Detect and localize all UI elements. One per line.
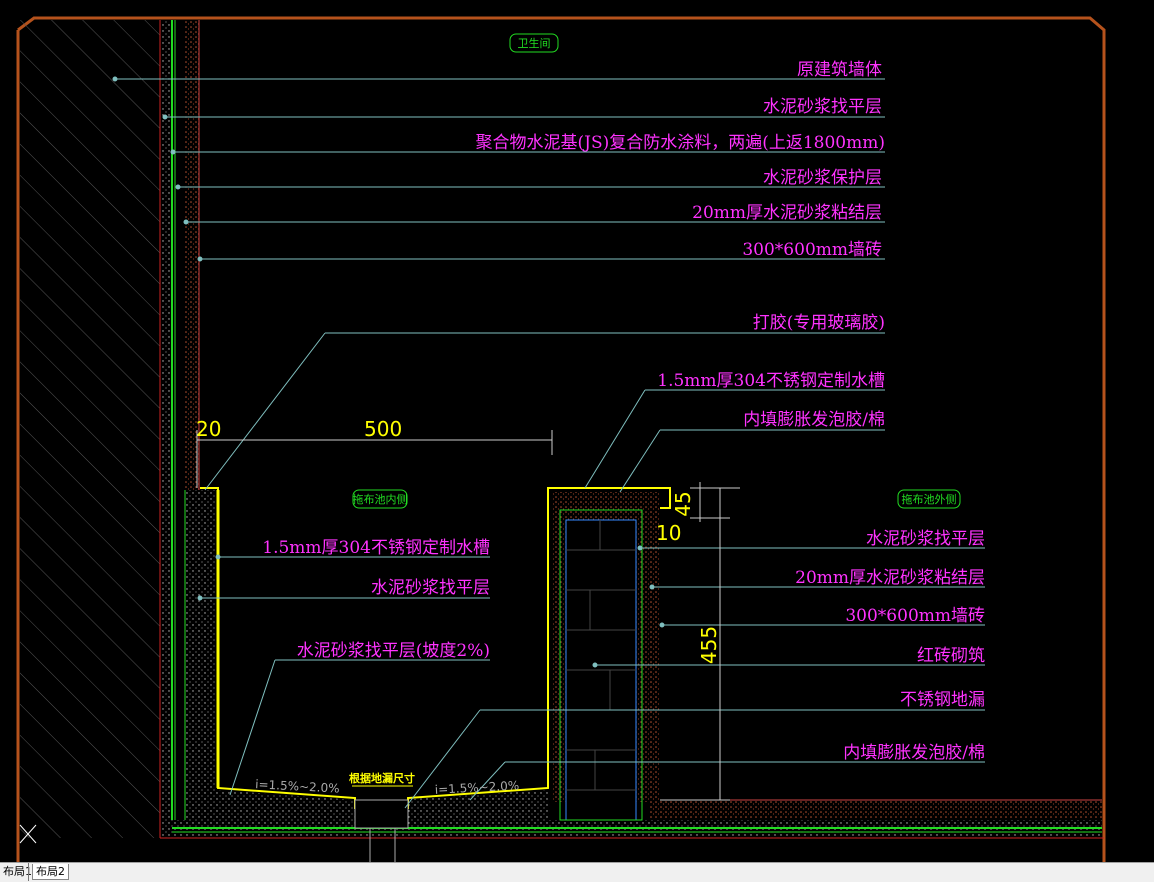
annotation-inner-slope-leveling: 水泥砂浆找平层(坡度2%) [297, 641, 490, 661]
dimension-wall-gap: 20 [196, 417, 221, 441]
drain-size-note: 根据地漏尺寸 [349, 771, 415, 785]
inner-leader-lines [197, 554, 490, 796]
annotation-outer-tile: 300*600mm墙砖 [845, 606, 985, 626]
annotation-inner-steel-sink: 1.5mm厚304不锈钢定制水槽 [262, 538, 490, 558]
room-label: 卫生间 [518, 36, 551, 50]
tab-layout-2[interactable]: 布局2 [32, 864, 69, 880]
annotation-inner-leveling: 水泥砂浆找平层 [371, 578, 490, 598]
outer-label: 拖布池外侧 [902, 492, 957, 506]
outer-leader-lines [404, 545, 985, 809]
tab-layout-1[interactable]: 布局1 [3, 865, 32, 878]
floor-drain [354, 799, 409, 829]
cad-drawing-canvas[interactable]: 卫生间 拖布池内侧 拖布池外侧 原建筑墙体 水泥砂浆找平层 聚合物水泥基(JS)… [0, 0, 1154, 862]
room-label-box [509, 33, 559, 53]
dimension-top-thickness: 45 [671, 491, 695, 516]
ucs-icon [19, 824, 37, 844]
annotation-original-wall: 原建筑墙体 [797, 60, 882, 80]
dimension-lines [196, 430, 740, 801]
dimension-height: 455 [697, 626, 721, 664]
annotation-waterproof-coating: 聚合物水泥基(JS)复合防水涂料，两遍(上返1800mm) [476, 133, 886, 153]
annotation-foam-fill: 内填膨胀发泡胶/棉 [743, 410, 885, 430]
slope-left-note: i=1.5%~2.0% [255, 777, 340, 795]
annotation-sealant: 打胶(专用玻璃胶) [753, 313, 885, 333]
slope-right-note: i=1.5%~2.0% [434, 778, 519, 796]
building-wall-hatch [20, 20, 160, 838]
inner-label-box [352, 489, 408, 509]
annotation-outer-foam: 内填膨胀发泡胶/棉 [843, 743, 985, 763]
annotation-protective-layer: 水泥砂浆保护层 [763, 168, 882, 188]
annotation-outer-leveling: 水泥砂浆找平层 [866, 529, 985, 549]
dimension-edge: 10 [656, 521, 681, 545]
wall-leveling-layer [162, 20, 172, 820]
annotation-outer-bonding: 20mm厚水泥砂浆粘结层 [795, 568, 985, 588]
annotation-wall-tile: 300*600mm墙砖 [742, 240, 882, 260]
wall-tile-layer [185, 20, 199, 490]
basin-inner-wall [185, 490, 215, 820]
inner-label: 拖布池内侧 [353, 492, 408, 506]
dimension-width: 500 [364, 417, 402, 441]
top-leader-lines [112, 76, 885, 493]
tab-separator [28, 863, 29, 881]
outer-label-box [897, 489, 961, 509]
annotation-steel-sink: 1.5mm厚304不锈钢定制水槽 [657, 371, 885, 391]
layout-tab-bar: 布局1 布局2 [0, 862, 1154, 882]
annotation-bonding-layer: 20mm厚水泥砂浆粘结层 [692, 203, 882, 223]
annotation-floor-drain: 不锈钢地漏 [900, 690, 985, 710]
annotation-wall-leveling: 水泥砂浆找平层 [763, 97, 882, 117]
annotation-red-brick: 红砖砌筑 [917, 646, 985, 666]
